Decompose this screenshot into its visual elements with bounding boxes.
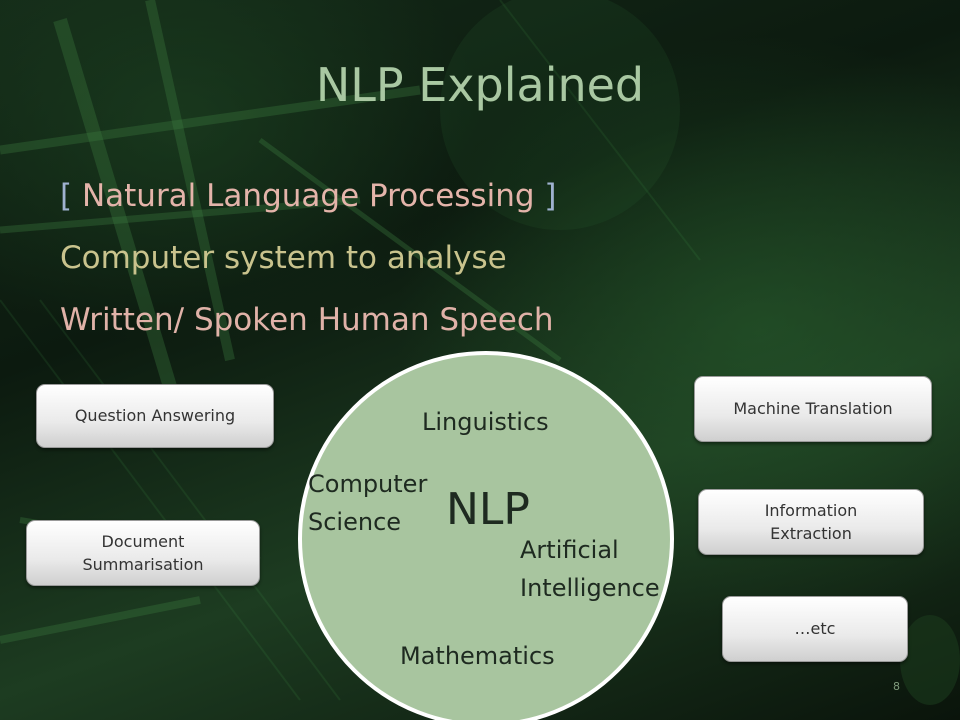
linguistics-label: Linguistics bbox=[422, 408, 549, 436]
nlp-circle bbox=[298, 351, 674, 720]
mathematics-label: Mathematics bbox=[400, 642, 555, 670]
page-number: 8 bbox=[893, 680, 900, 693]
computer-science-label-1: Computer bbox=[308, 470, 428, 498]
open-bracket: [ bbox=[60, 178, 82, 214]
nlp-center-label: NLP bbox=[446, 484, 530, 535]
document-summarisation-label-1: Document bbox=[101, 531, 185, 551]
artificial-intelligence-label-1: Artificial bbox=[520, 536, 619, 564]
computer-science-label-2: Science bbox=[308, 508, 402, 536]
artificial-intelligence-label-2: Intelligence bbox=[520, 574, 660, 602]
etc-box: …etc bbox=[722, 596, 908, 662]
document-summarisation-label-2: Summarisation bbox=[82, 555, 204, 574]
subtitle-line-2: Computer system to analyse bbox=[60, 240, 507, 276]
subtitle-line-3: Written/ Spoken Human Speech bbox=[60, 302, 554, 338]
question-answering-label: Question Answering bbox=[74, 406, 236, 426]
subtitle-line-1: [ Natural Language Processing ] bbox=[60, 178, 556, 214]
etc-label: …etc bbox=[794, 619, 836, 639]
document-summarisation-box: Document Summarisation bbox=[26, 520, 260, 586]
information-extraction-box: Information Extraction bbox=[698, 489, 924, 555]
slide-title: NLP Explained bbox=[315, 58, 645, 112]
information-extraction-label-1: Information bbox=[764, 500, 858, 520]
nlp-expansion: Natural Language Processing bbox=[81, 178, 535, 214]
question-answering-box: Question Answering bbox=[36, 384, 274, 448]
information-extraction-label-2: Extraction bbox=[770, 524, 852, 543]
close-bracket: ] bbox=[534, 178, 557, 214]
machine-translation-box: Machine Translation bbox=[694, 376, 932, 442]
machine-translation-label: Machine Translation bbox=[733, 399, 893, 419]
